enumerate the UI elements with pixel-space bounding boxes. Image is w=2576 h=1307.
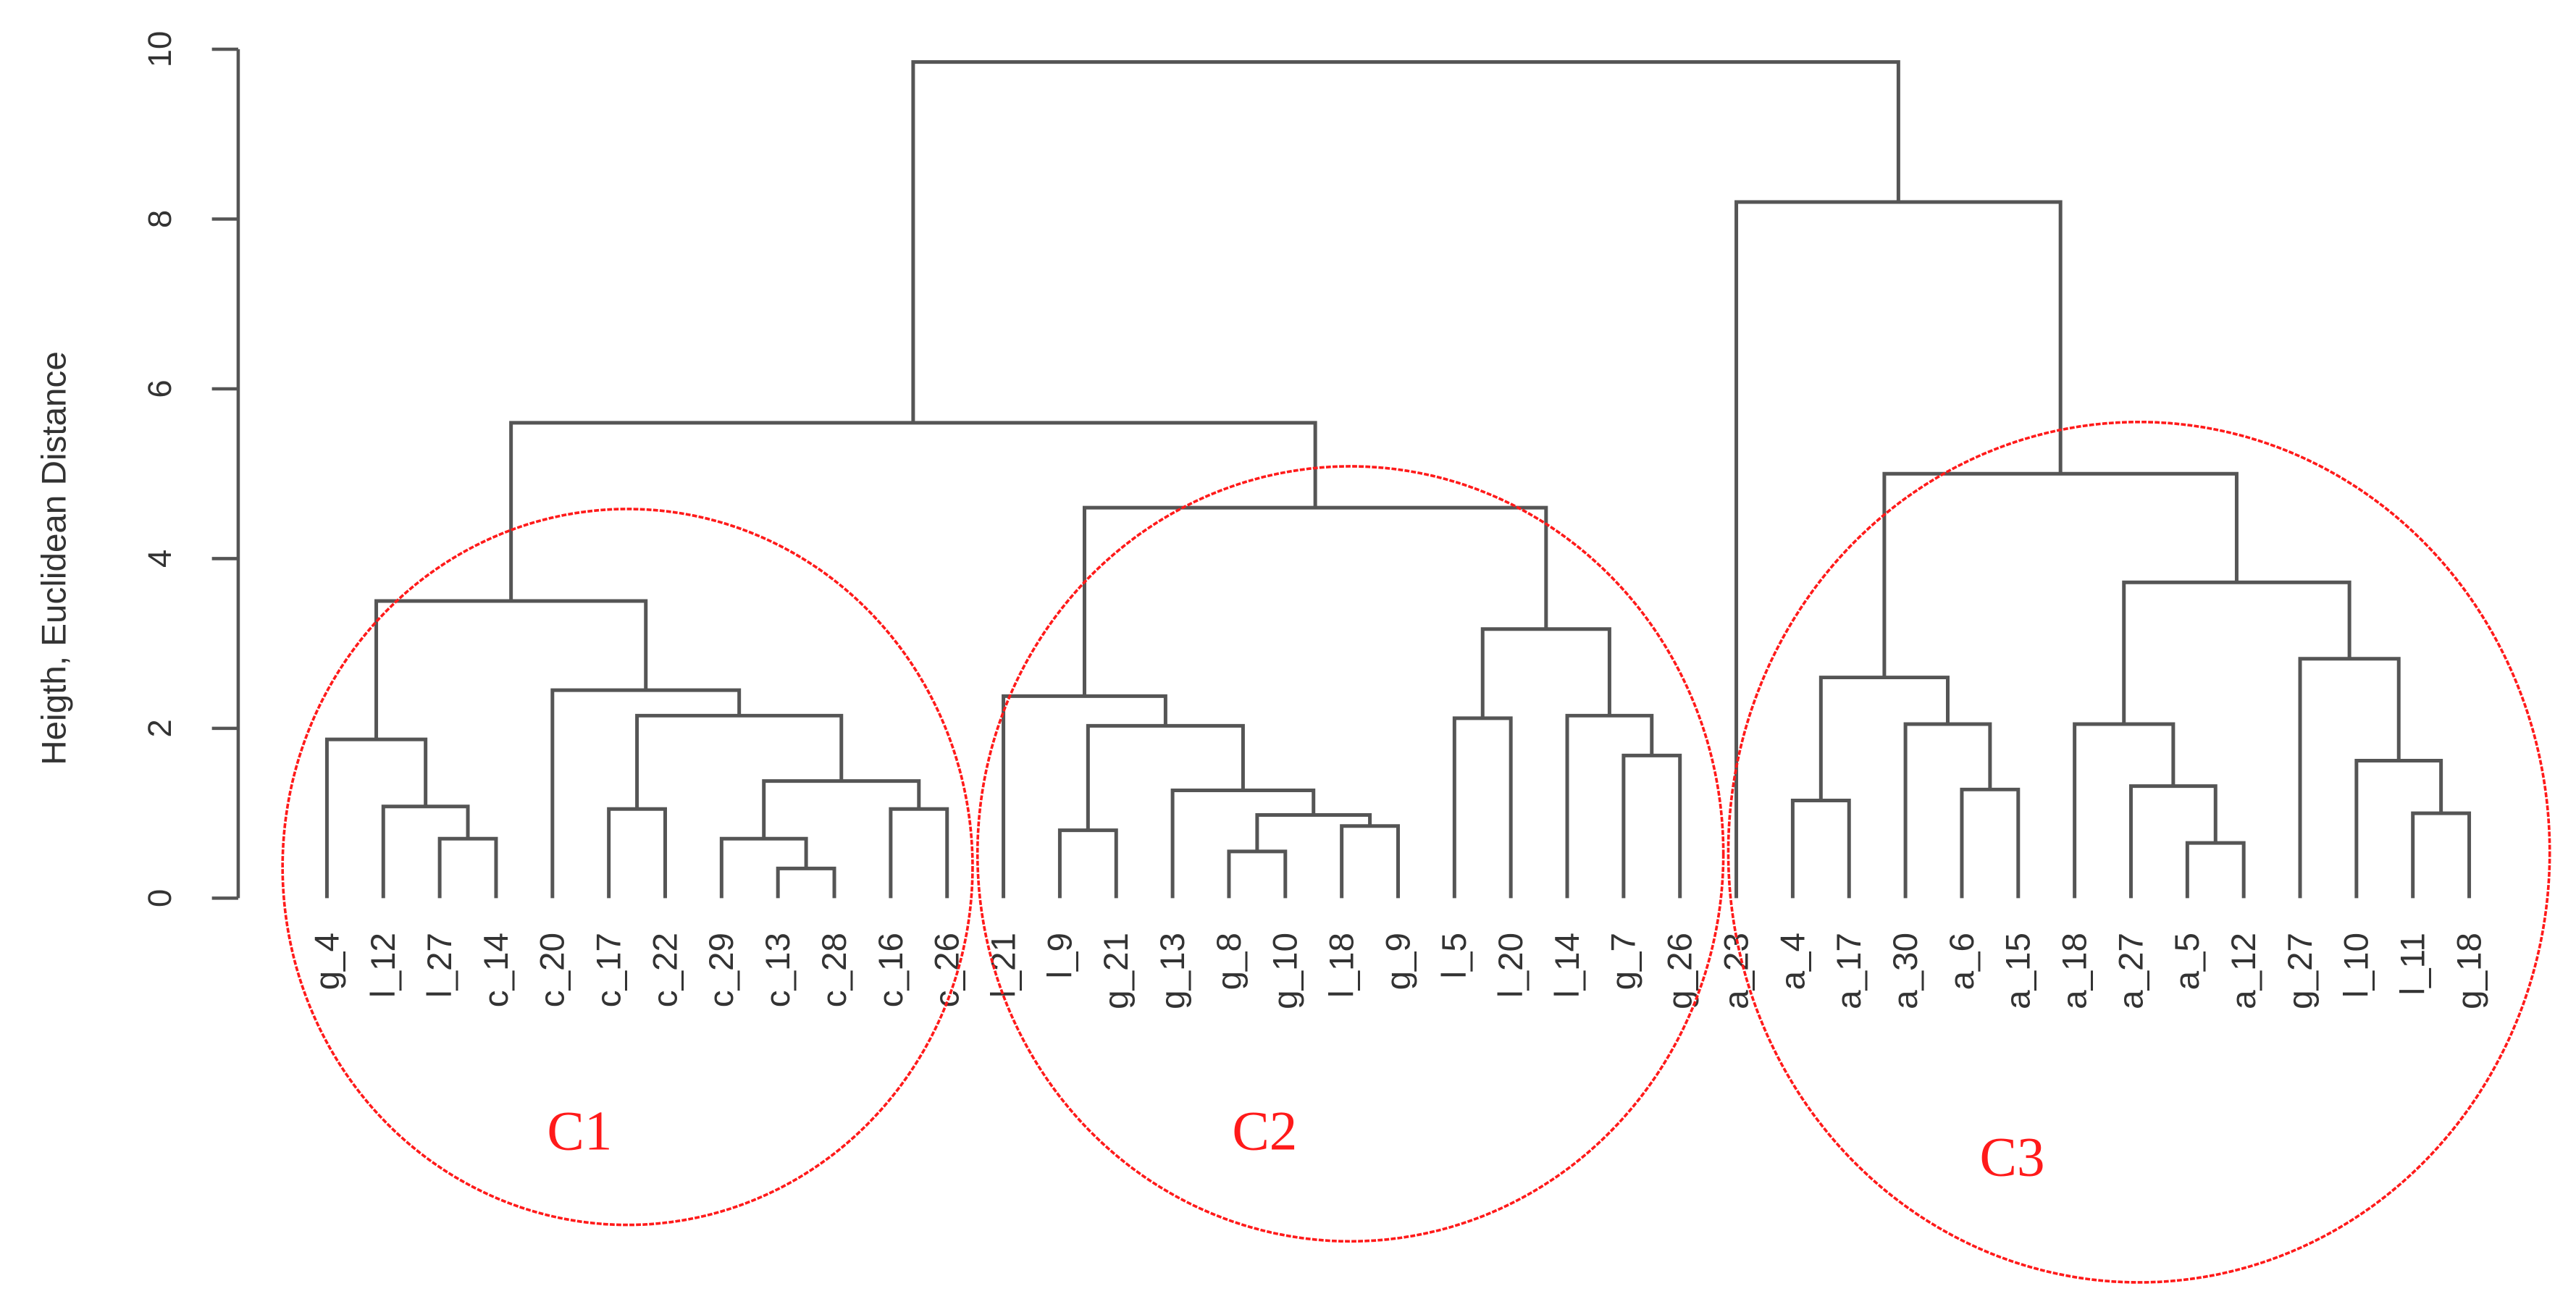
cluster-label: C1 [547,1099,612,1161]
merge-link [1086,723,1245,831]
merge-link [1565,713,1654,899]
merge-link [911,60,1900,423]
merge-link [1480,627,1611,718]
merge-link [324,737,428,899]
y-tick-label: 4 [141,550,178,568]
leaf-label: l_14 [1548,933,1587,998]
cluster-ellipse [976,465,1725,1243]
cluster-ellipse [281,508,974,1227]
merge-link [2122,580,2351,725]
leaf-label: g_26 [1661,933,1700,1009]
leaf-label: c_20 [534,933,572,1007]
leaf-label: c_28 [815,933,854,1007]
y-tick-label: 0 [141,889,178,907]
merge-link [1882,471,2239,678]
leaf-label: l_20 [1492,933,1530,998]
leaf-label: a_17 [1830,933,1868,1009]
merge-link [1960,787,2021,899]
leaf-label: l_21 [984,933,1023,998]
leaf-label: a_30 [1887,933,1925,1009]
merge-link [1255,812,1372,852]
dendrogram-tree [324,60,2472,899]
y-tick-label: 8 [141,210,178,228]
merge-link [1340,824,1400,899]
leaf-label: a_15 [2000,933,2038,1009]
leaf-label: g_4 [308,933,346,990]
cluster-label: C3 [1980,1126,2045,1188]
leaf-label: l_18 [1323,933,1362,998]
cluster-annotations: C1 C2 C3 [281,420,2551,1284]
merge-link [381,804,470,899]
leaf-label: l_9 [1041,933,1079,979]
merge-link [550,688,742,899]
merge-link [776,866,836,899]
leaf-label: a_4 [1774,933,1812,990]
merge-link [1818,676,1950,801]
leaf-label: c_13 [759,933,797,1007]
leaf-label: c_29 [702,933,741,1007]
leaf-label: c_22 [646,933,684,1007]
merge-link [2411,811,2472,899]
leaf-label: c_14 [477,933,516,1007]
leaf-label: l_27 [421,933,459,998]
merge-link [2354,758,2443,899]
y-tick-label: 2 [141,719,178,737]
merge-link [635,713,844,810]
merge-link [1082,505,1548,697]
y-tick-label: 6 [141,379,178,398]
leaf-label: c_16 [872,933,910,1007]
leaf-label: a_27 [2112,933,2150,1009]
merge-link [607,807,667,899]
merge-link [374,599,648,740]
merge-link [1903,722,1992,899]
leaf-label: l_10 [2338,933,2376,998]
leaf-label: a_18 [2056,933,2094,1009]
leaf-label: l_5 [1435,933,1474,979]
merge-link [509,421,1317,602]
leaf-label: g_9 [1379,933,1417,990]
merge-link [1621,753,1682,899]
merge-link [1057,828,1118,899]
merge-link [1452,716,1513,899]
leaf-label: g_8 [1210,933,1249,990]
merge-link [719,836,808,899]
merge-link [1790,799,1851,899]
leaf-label: a_12 [2225,933,2263,1009]
leaf-label: c_17 [590,933,629,1007]
merge-link [437,836,498,899]
merge-link [1170,788,1316,899]
cluster-ellipse [1727,420,2551,1284]
cluster-label: C2 [1232,1099,1297,1161]
y-tick-label: 10 [141,31,178,67]
merge-link [2185,841,2246,899]
leaf-labels: g_4 l_12 l_27 c_14 c_20 c_17 c_22 c_29 c_13 c_28 c… [308,933,2488,1009]
leaf-label: a_6 [1943,933,1981,990]
leaf-label: g_7 [1605,933,1643,990]
leaf-label: g_27 [2281,933,2320,1009]
leaf-label: l_12 [364,933,403,998]
y-axis: 0 2 4 6 8 10 [141,31,240,907]
y-axis-label: Heigth, Euclidean Distance [35,351,74,765]
leaf-label: c_26 [928,933,967,1007]
leaf-label: a_23 [1717,933,1755,1009]
leaf-label: a_5 [2168,933,2207,990]
merge-link [2073,722,2176,899]
merge-link [1227,849,1288,899]
merge-link [889,807,949,899]
leaf-label: g_21 [1097,933,1136,1009]
merge-link [2298,657,2401,899]
leaf-label: l_11 [2394,933,2433,995]
leaf-label: g_18 [2450,933,2488,1009]
merge-link [1734,200,2063,899]
leaf-label: g_10 [1267,933,1305,1009]
leaf-label: g_13 [1154,933,1192,1009]
